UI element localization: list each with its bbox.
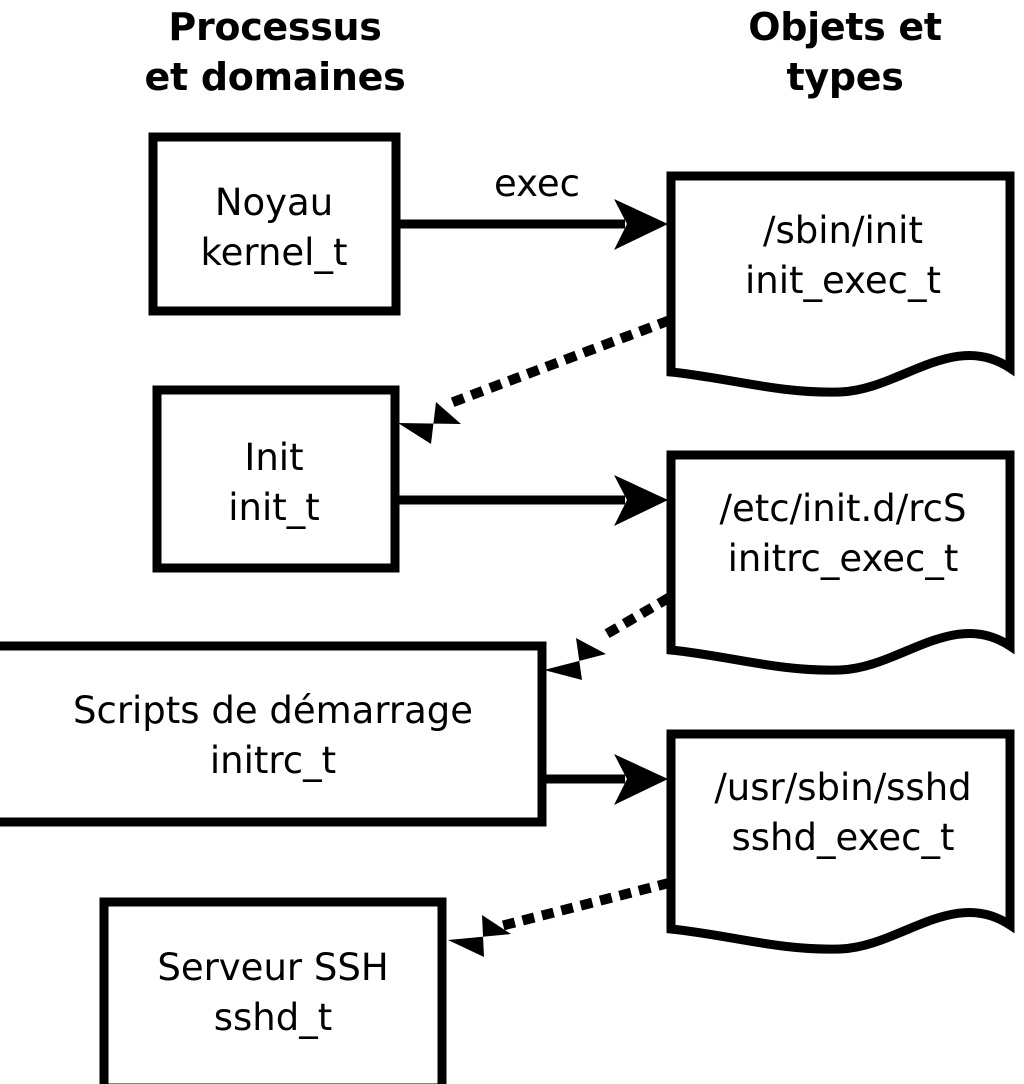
edge-init-exec-to-init bbox=[398, 315, 672, 444]
node-initrc-line2: initrc_t bbox=[210, 739, 336, 782]
node-initrc-exec-line1: /etc/init.d/rcS bbox=[719, 487, 966, 530]
node-kernel-box[interactable] bbox=[148, 132, 401, 316]
node-kernel-line1: Noyau bbox=[215, 181, 333, 224]
edge-kernel-exec-init: exec bbox=[396, 162, 668, 250]
node-initrc-exec-line2: initrc_exec_t bbox=[728, 537, 959, 580]
edge-init-to-initrc-exec-arrowhead bbox=[614, 475, 668, 526]
column-heading-objects-line1: Objets et bbox=[748, 5, 942, 49]
node-sshd-exec-line1: /usr/sbin/sshd bbox=[714, 766, 971, 809]
node-kernel-line2: kernel_t bbox=[201, 231, 348, 274]
node-sshd-exec[interactable]: /usr/sbin/sshd sshd_exec_t bbox=[666, 729, 1015, 954]
node-initrc-box[interactable] bbox=[0, 641, 547, 827]
node-sshd[interactable]: Serveur SSH sshd_t bbox=[99, 897, 447, 1084]
edge-init-exec-to-init-line bbox=[441, 315, 672, 411]
edge-kernel-exec-init-arrowhead bbox=[614, 199, 668, 250]
node-kernel[interactable]: Noyau kernel_t bbox=[148, 132, 401, 316]
edge-initrc-to-sshd-exec-arrowhead bbox=[614, 754, 668, 805]
node-init-line1: Init bbox=[244, 436, 303, 479]
node-init-exec-line1: /sbin/init bbox=[763, 209, 923, 252]
edge-init-to-initrc-exec bbox=[395, 475, 668, 526]
node-initrc-line1: Scripts de démarrage bbox=[73, 689, 473, 732]
edge-init-exec-to-init-arrowhead bbox=[398, 402, 461, 444]
node-initrc-exec[interactable]: /etc/init.d/rcS initrc_exec_t bbox=[666, 450, 1015, 675]
edge-initrc-exec-to-initrc bbox=[544, 593, 672, 680]
node-sshd-exec-file-shape[interactable] bbox=[666, 729, 1015, 954]
column-heading-objects-line2: types bbox=[786, 55, 903, 99]
node-initrc-exec-file-shape[interactable] bbox=[666, 450, 1015, 675]
node-init-exec-line2: init_exec_t bbox=[745, 259, 941, 302]
column-heading-objects: Objets et types bbox=[748, 5, 942, 99]
edge-sshd-exec-to-sshd-arrowhead bbox=[448, 915, 511, 957]
edge-label-exec: exec bbox=[494, 162, 580, 205]
node-initrc[interactable]: Scripts de démarrage initrc_t bbox=[0, 641, 547, 827]
node-init-exec-file-shape[interactable] bbox=[666, 171, 1015, 397]
edge-initrc-to-sshd-exec bbox=[542, 754, 668, 805]
node-sshd-box[interactable] bbox=[99, 897, 447, 1084]
node-init-line2: init_t bbox=[228, 486, 320, 529]
column-heading-processes-line1: Processus bbox=[168, 5, 381, 49]
node-sshd-line2: sshd_t bbox=[214, 996, 333, 1039]
edge-sshd-exec-to-sshd bbox=[448, 877, 672, 957]
column-heading-processes: Processus et domaines bbox=[145, 5, 406, 99]
node-init-exec[interactable]: /sbin/init init_exec_t bbox=[666, 171, 1015, 397]
edge-sshd-exec-to-sshd-line bbox=[498, 877, 672, 932]
edge-initrc-exec-to-initrc-line bbox=[591, 593, 672, 646]
node-init-box[interactable] bbox=[152, 385, 400, 573]
node-sshd-exec-line2: sshd_exec_t bbox=[732, 816, 955, 859]
column-heading-processes-line2: et domaines bbox=[145, 55, 406, 99]
edge-initrc-exec-to-initrc-arrowhead bbox=[544, 638, 606, 680]
node-init[interactable]: Init init_t bbox=[152, 385, 400, 573]
node-sshd-line1: Serveur SSH bbox=[157, 946, 388, 989]
